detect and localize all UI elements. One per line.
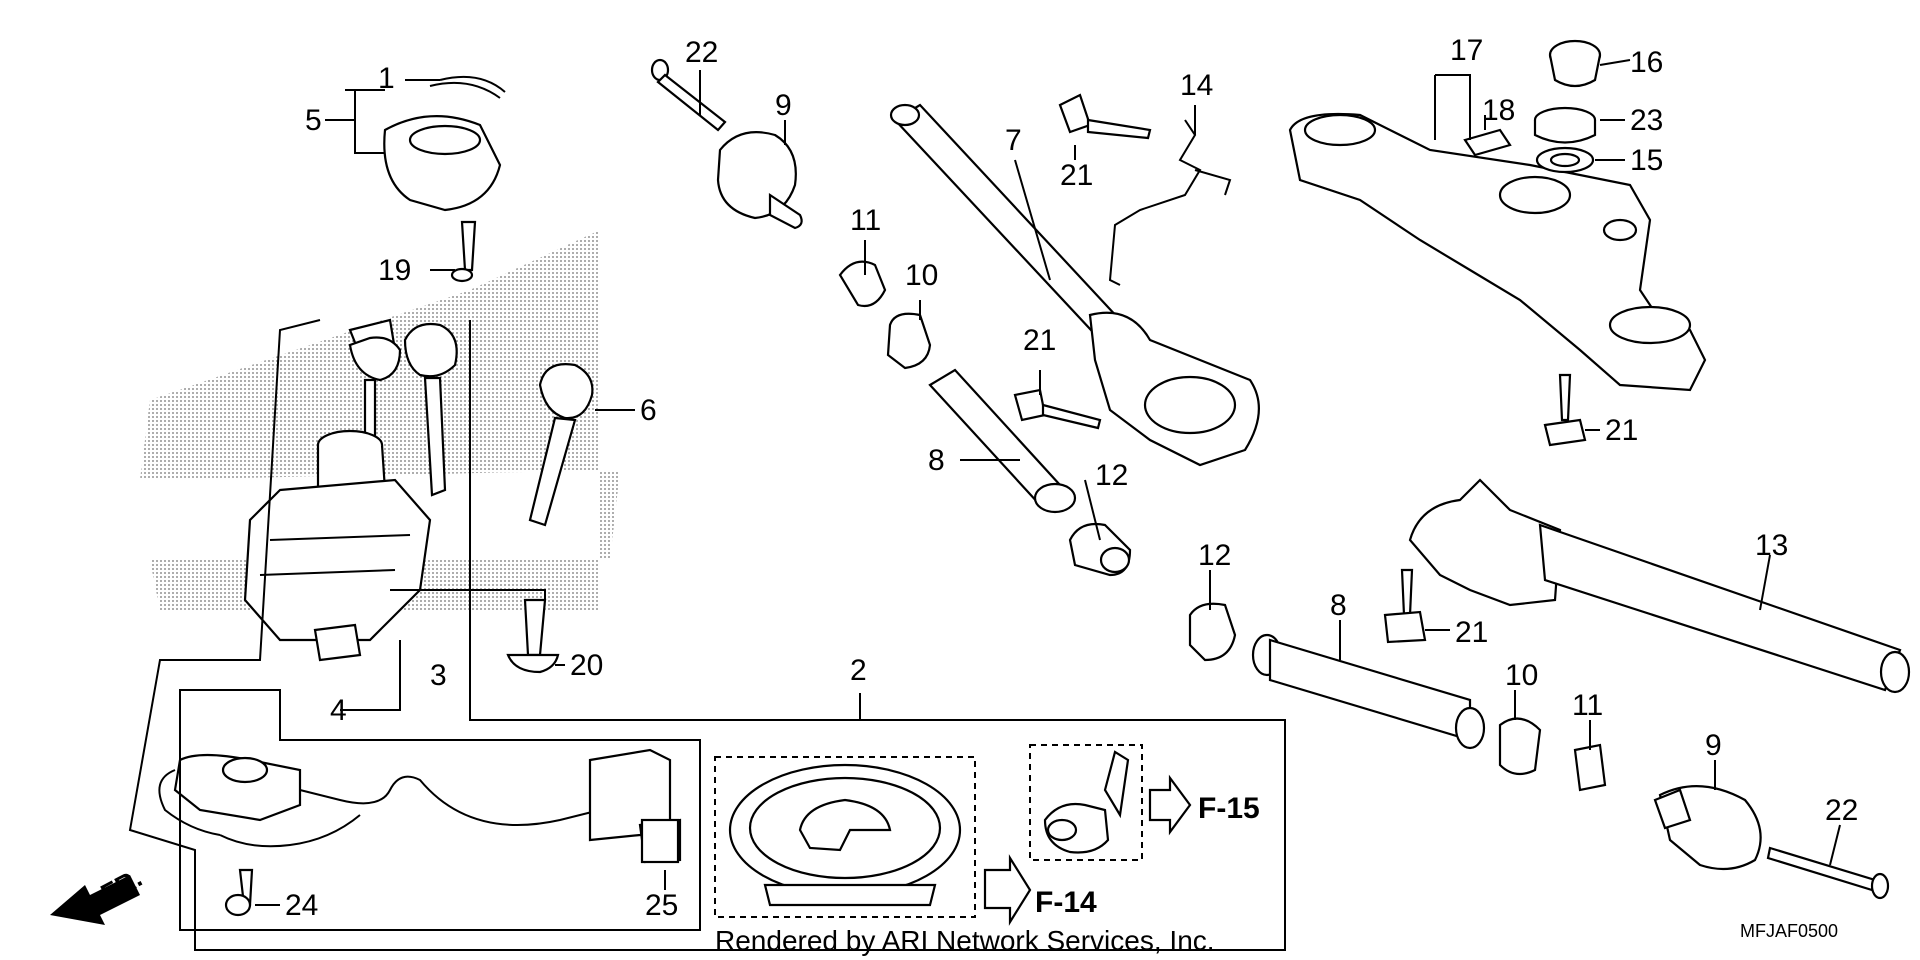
weight-part-9-top (716, 131, 803, 230)
diagram-code: MFJAF0500 (1740, 921, 1838, 941)
nut-part-12-right (1188, 602, 1237, 662)
ignition-switch-part-3 (243, 429, 432, 662)
callout-16: 16 (1630, 46, 1663, 79)
callout-21-right: 21 (1455, 616, 1488, 649)
lock-cylinder-part (1029, 744, 1143, 861)
callout-8-top: 8 (928, 444, 945, 477)
shaft-part-8-right (1251, 633, 1486, 750)
cable-part-4 (158, 748, 682, 864)
callout-17: 17 (1450, 34, 1483, 67)
cap-part-16 (1548, 39, 1602, 88)
callout-19: 19 (378, 254, 411, 287)
callout-22-top: 22 (685, 36, 718, 69)
arrow-to-f14 (983, 854, 1032, 926)
reference-f14: F-14 (1035, 886, 1097, 919)
screw-part-19 (450, 220, 477, 283)
reference-f15: F-15 (1198, 792, 1260, 825)
rubber-part-10-top (886, 312, 932, 370)
callout-7: 7 (1005, 124, 1022, 157)
callout-2: 2 (850, 654, 867, 687)
callout-8-right: 8 (1330, 589, 1347, 622)
handlebar-part-13 (1408, 478, 1911, 694)
rubber-part-25 (640, 818, 680, 864)
bracket-part-14 (1108, 119, 1232, 286)
callout-20: 20 (570, 649, 603, 682)
nut-part-12-top (1068, 522, 1132, 577)
screw-part-20 (506, 598, 560, 674)
callouts: 1 5 19 6 3 4 20 2 24 25 22 9 7 11 10 21 … (285, 34, 1858, 922)
callout-22-right: 22 (1825, 794, 1858, 827)
footer-credit: Rendered by ARI Network Services, Inc. (715, 925, 1215, 956)
kit-outline (128, 89, 1286, 951)
rubber-part-10-right (1498, 717, 1542, 776)
screw-part-24 (224, 868, 254, 917)
fuel-cap-part (714, 756, 976, 918)
callout-25: 25 (645, 889, 678, 922)
callout-24: 24 (285, 889, 318, 922)
callout-9-top: 9 (775, 89, 792, 122)
callout-1: 1 (378, 62, 395, 95)
stipple-shading (140, 230, 620, 610)
callout-10-top: 10 (905, 259, 938, 292)
shaft-part-8-top (928, 368, 1077, 514)
callout-21-top: 21 (1060, 159, 1093, 192)
bolt-part-21-right (1383, 568, 1427, 644)
callout-5: 5 (305, 104, 322, 137)
callout-23: 23 (1630, 104, 1663, 137)
bolt-part-21-mid (1013, 388, 1102, 430)
clip-part-11-right (1573, 743, 1607, 792)
key-ring-part-1 (429, 75, 506, 99)
plate-part-18 (1463, 128, 1512, 157)
bolt-part-21-top (1058, 93, 1152, 140)
callout-11-right: 11 (1572, 689, 1603, 722)
callout-11-top: 11 (850, 204, 881, 237)
nut-part-23 (1533, 106, 1597, 144)
callout-14: 14 (1180, 69, 1213, 102)
leader-lines (255, 59, 1841, 906)
callout-21-bridge: 21 (1605, 414, 1638, 447)
bolt-part-21-bridge (1543, 373, 1587, 447)
callout-13: 13 (1755, 529, 1788, 562)
callout-3: 3 (430, 659, 447, 692)
keys-part (348, 318, 458, 497)
callout-9-right: 9 (1705, 729, 1722, 762)
weight-part-9-right (1653, 785, 1762, 871)
callout-6: 6 (640, 394, 657, 427)
callout-10-right: 10 (1505, 659, 1538, 692)
callout-4: 4 (330, 694, 347, 727)
clip-part-11-top (838, 260, 887, 308)
callout-15: 15 (1630, 144, 1663, 177)
callout-12-right: 12 (1198, 539, 1231, 572)
callout-21-mid: 21 (1023, 324, 1056, 357)
bolt-part-22-right (1766, 846, 1890, 900)
washer-part-15 (1535, 146, 1595, 174)
handlebar-part-7 (889, 103, 1260, 467)
callout-12-top: 12 (1095, 459, 1128, 492)
bolt-part-22-top (650, 58, 727, 132)
top-bridge-part (1288, 112, 1707, 392)
front-direction-arrow (50, 875, 140, 925)
key-part-6 (528, 363, 594, 527)
arrow-to-f15 (1148, 774, 1192, 836)
cover-part-5 (383, 115, 502, 212)
callout-18: 18 (1482, 94, 1515, 127)
